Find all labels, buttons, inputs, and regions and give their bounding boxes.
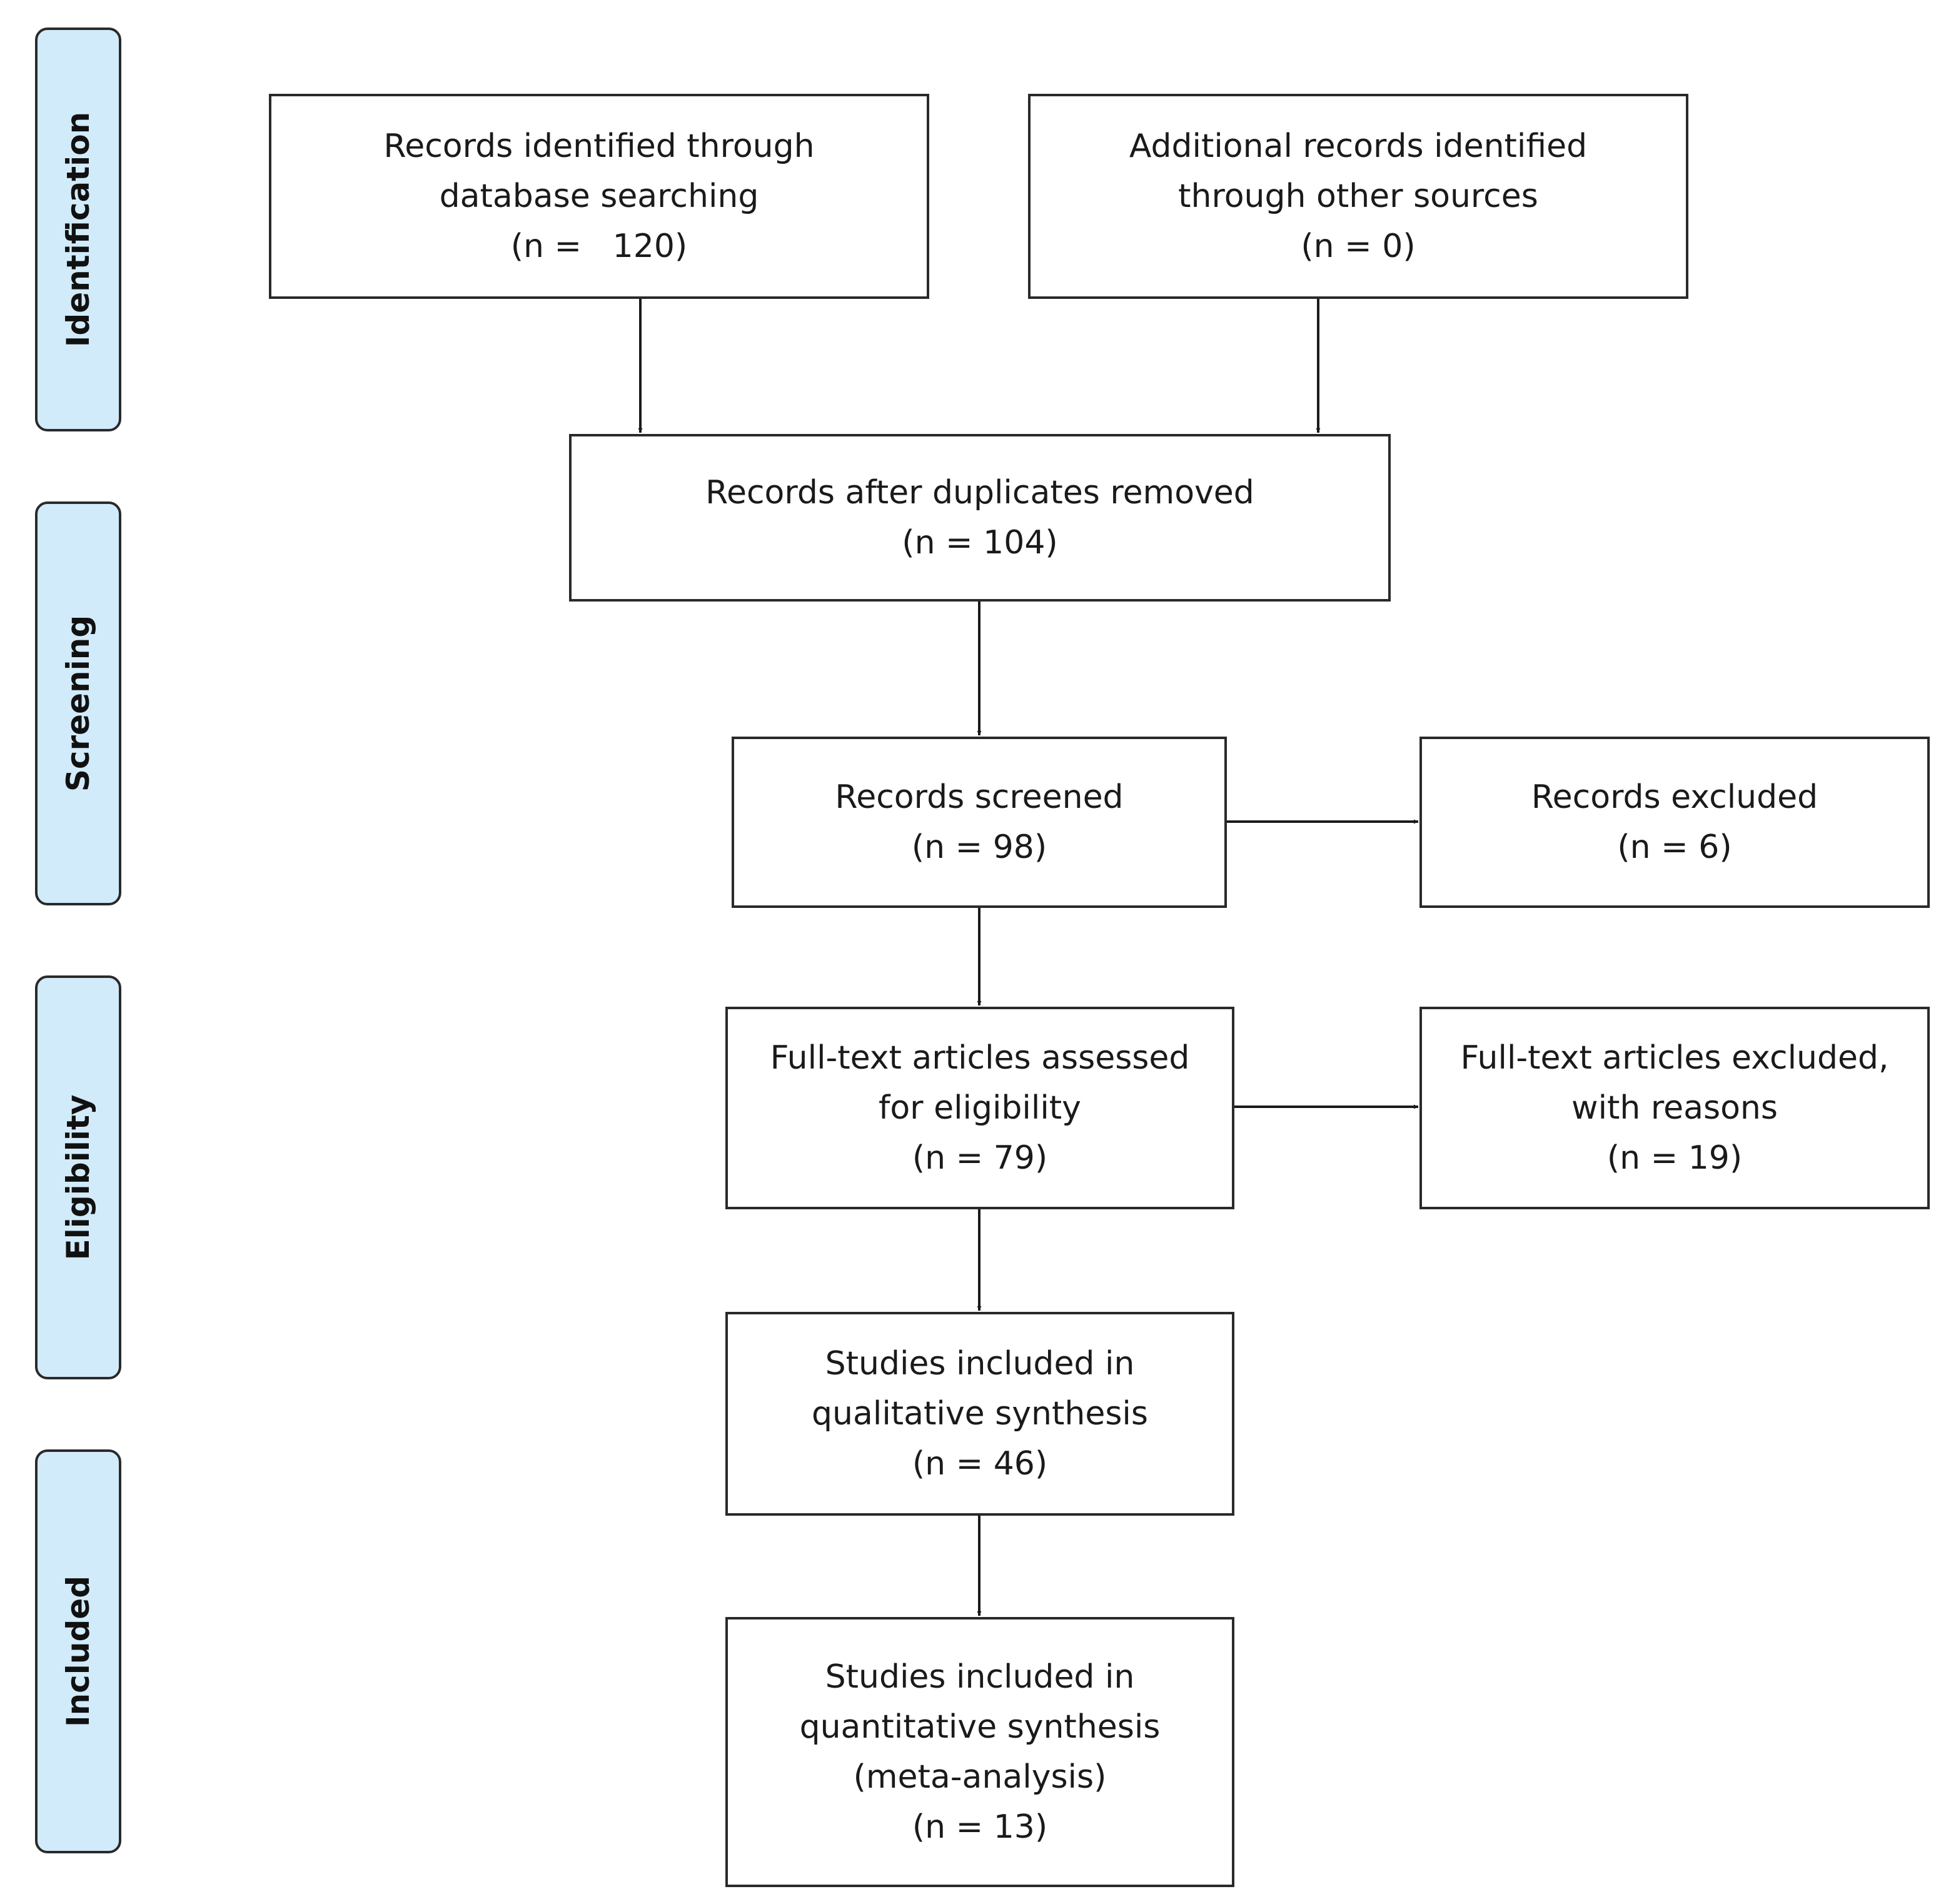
phase-included: Included (35, 1449, 121, 1853)
box-fulltext-excluded-line-1: Full-text articles excluded, (1460, 1039, 1889, 1077)
box-records-excluded-line-1: Records excluded (1531, 778, 1818, 816)
phase-eligibility: Eligibility (35, 975, 121, 1379)
box-fulltext-assessed-count: (n = 79) (912, 1139, 1048, 1177)
box-database-records-count: (n = 120) (510, 228, 688, 265)
box-fulltext-excluded: Full-text articles excluded, with reason… (1419, 1007, 1930, 1209)
box-records-screened-line-1: Records screened (835, 778, 1124, 816)
box-other-sources-line-2: through other sources (1178, 178, 1538, 215)
box-fulltext-excluded-line-2: with reasons (1571, 1089, 1778, 1127)
box-quantitative-synthesis-line-2: quantitative synthesis (799, 1708, 1161, 1746)
box-qualitative-synthesis-line-1: Studies included in (825, 1345, 1135, 1383)
box-duplicates-removed-count: (n = 104) (902, 524, 1058, 562)
box-other-sources-line-1: Additional records identified (1129, 128, 1588, 165)
box-database-records-line-2: database searching (439, 178, 759, 215)
box-fulltext-assessed: Full-text articles assessed for eligibil… (725, 1007, 1234, 1209)
box-database-records-line-1: Records identified through (383, 128, 815, 165)
box-quantitative-synthesis-line-1: Studies included in (825, 1658, 1135, 1696)
box-fulltext-assessed-line-2: for eligibility (879, 1089, 1081, 1127)
box-records-excluded: Records excluded (n = 6) (1419, 737, 1930, 908)
box-database-records: Records identified through database sear… (269, 94, 929, 299)
box-fulltext-assessed-line-1: Full-text articles assessed (770, 1039, 1190, 1077)
phase-screening: Screening (35, 501, 121, 905)
phase-identification: Identification (35, 28, 121, 431)
box-quantitative-synthesis-line-3: (meta-analysis) (853, 1758, 1107, 1796)
box-records-screened: Records screened (n = 98) (732, 737, 1227, 908)
box-other-sources: Additional records identified through ot… (1028, 94, 1688, 299)
box-qualitative-synthesis: Studies included in qualitative synthesi… (725, 1312, 1234, 1516)
box-fulltext-excluded-count: (n = 19) (1606, 1139, 1743, 1177)
box-quantitative-synthesis: Studies included in quantitative synthes… (725, 1617, 1234, 1887)
box-other-sources-count: (n = 0) (1301, 228, 1416, 265)
box-duplicates-removed-line-1: Records after duplicates removed (705, 474, 1254, 511)
box-duplicates-removed: Records after duplicates removed (n = 10… (569, 434, 1391, 602)
box-qualitative-synthesis-count: (n = 46) (912, 1445, 1048, 1483)
box-quantitative-synthesis-count: (n = 13) (912, 1808, 1048, 1846)
box-qualitative-synthesis-line-2: qualitative synthesis (812, 1395, 1148, 1433)
box-records-excluded-count: (n = 6) (1617, 829, 1732, 866)
box-records-screened-count: (n = 98) (911, 829, 1047, 866)
